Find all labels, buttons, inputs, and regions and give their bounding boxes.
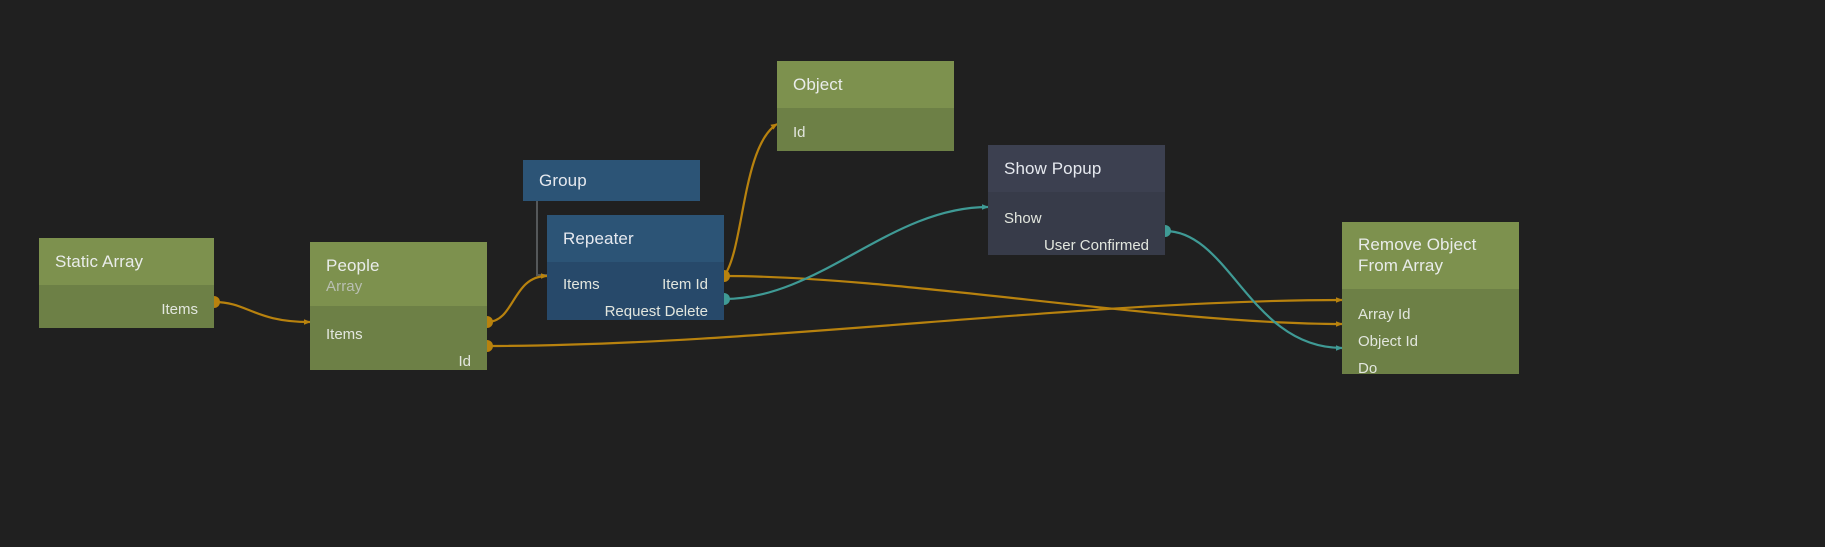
port-row-do[interactable]: Do (1342, 355, 1519, 382)
wire-showpopup-userconfirmed-to-remove-do[interactable] (1164, 229, 1343, 351)
port-label-array-id: Array Id (1358, 306, 1411, 323)
node-body-people: Items Id (310, 306, 487, 370)
group-containment-foot (536, 274, 547, 276)
port-row-people-id-out[interactable]: Id (310, 348, 487, 375)
node-title-repeater: Repeater (547, 215, 724, 262)
wire-repeater-itemid-to-remove-objectid[interactable] (723, 274, 1343, 327)
port-label-object-id: Object Id (1358, 333, 1419, 350)
port-label-show: Show (1004, 210, 1042, 227)
port-row-object-id[interactable]: Object Id (1342, 328, 1519, 355)
node-body-repeater: Items Item Id Request Delete (547, 262, 724, 320)
node-title-text: Repeater (563, 229, 634, 248)
node-title-group: Group (523, 160, 700, 201)
node-title-object: Object (777, 61, 954, 108)
port-label-items: Items (161, 301, 198, 318)
node-static-array[interactable]: Static Array Items (39, 238, 214, 328)
node-title-text: Remove Object From Array (1358, 235, 1477, 275)
port-label-items: Items (326, 326, 363, 343)
node-object[interactable]: Object Id (777, 61, 954, 151)
node-title-text: Show Popup (1004, 159, 1102, 178)
node-title-text: Static Array (55, 252, 144, 271)
port-label-request-delete: Request Delete (604, 303, 708, 320)
wire-repeater-itemid-to-object-id[interactable] (723, 123, 778, 277)
port-row-repeater-request-delete[interactable]: Request Delete (547, 298, 724, 325)
node-remove-object-from-array[interactable]: Remove Object From Array Array Id Object… (1342, 222, 1519, 377)
port-label-id: Id (458, 353, 471, 370)
node-title-show-popup: Show Popup (988, 145, 1165, 192)
node-group[interactable]: Group (523, 160, 700, 201)
node-title-remove-object-from-array: Remove Object From Array (1342, 222, 1519, 289)
node-title-people: People Array (310, 242, 487, 306)
node-show-popup[interactable]: Show Popup Show User Confirmed (988, 145, 1165, 255)
node-title-static-array: Static Array (39, 238, 214, 285)
port-label-user-confirmed: User Confirmed (1043, 237, 1149, 254)
node-body-show-popup: Show User Confirmed (988, 192, 1165, 255)
port-row-show-popup-user-confirmed[interactable]: User Confirmed (988, 232, 1165, 259)
node-body-object: Id (777, 108, 954, 151)
wire-repeater-requestdelete-to-showpopup-show[interactable] (723, 204, 989, 301)
port-label-do: Do (1358, 360, 1378, 377)
port-row-people-items-in[interactable]: Items (310, 321, 487, 348)
node-title-text: Object (793, 75, 843, 94)
port-label-id: Id (793, 124, 806, 141)
node-body-remove-object-from-array: Array Id Object Id Do (1342, 289, 1519, 377)
node-body-static-array: Items (39, 285, 214, 328)
group-containment-line (536, 201, 538, 276)
node-title-text: Group (539, 171, 587, 190)
port-row-object-id[interactable]: Id (777, 119, 954, 146)
port-label-items: Items (563, 276, 600, 293)
node-people[interactable]: People Array Items Id (310, 242, 487, 370)
wire-people-items-to-repeater-items[interactable] (486, 273, 548, 324)
node-title-text: People (326, 256, 380, 275)
port-row-repeater-items-itemid[interactable]: Items Item Id (547, 271, 724, 298)
node-subtitle-people: Array (326, 278, 363, 295)
wire-static-items-to-people-items[interactable] (213, 300, 311, 325)
port-row-array-id[interactable]: Array Id (1342, 301, 1519, 328)
node-repeater[interactable]: Repeater Items Item Id Request Delete (547, 215, 724, 320)
port-label-item-id: Item Id (662, 276, 708, 293)
port-row-static-array-items[interactable]: Items (39, 296, 214, 323)
port-row-show-popup-show[interactable]: Show (988, 205, 1165, 232)
